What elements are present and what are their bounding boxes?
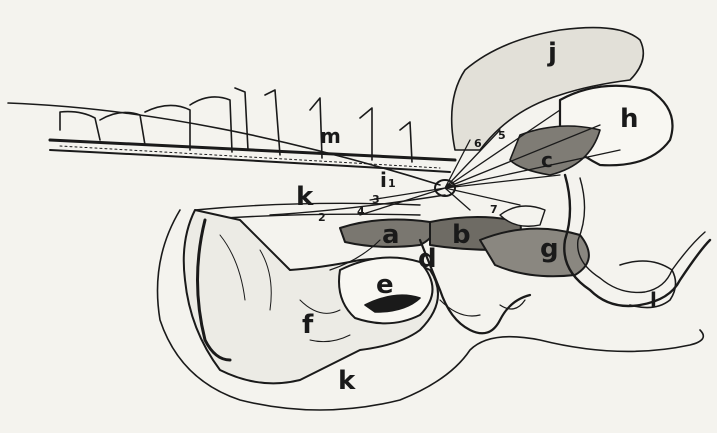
label-k-upper: k (296, 184, 313, 210)
label-l: l (650, 290, 657, 310)
label-d: d (418, 246, 437, 272)
nerve-upper (8, 103, 440, 185)
number-6: 6 (474, 138, 482, 149)
number-4: 4 (357, 206, 365, 217)
number-5: 5 (498, 130, 506, 141)
spinal-column (50, 88, 455, 172)
label-m: m (320, 126, 341, 146)
intestine-right (564, 175, 710, 306)
label-c: c (541, 150, 553, 170)
label-e: e (376, 272, 394, 298)
number-7: 7 (490, 204, 498, 215)
number-3: 3 (372, 194, 380, 205)
label-f: f (302, 312, 313, 338)
number-2: 2 (318, 212, 326, 223)
label-k-lower: k (338, 368, 355, 394)
number-1: 1 (388, 178, 396, 189)
organ-g (480, 229, 589, 277)
organ-c (510, 126, 600, 175)
label-i: i (380, 170, 387, 190)
label-b: b (452, 222, 471, 248)
label-a: a (382, 222, 400, 248)
label-g: g (540, 236, 559, 262)
label-h: h (620, 106, 639, 132)
label-j: j (548, 40, 557, 66)
